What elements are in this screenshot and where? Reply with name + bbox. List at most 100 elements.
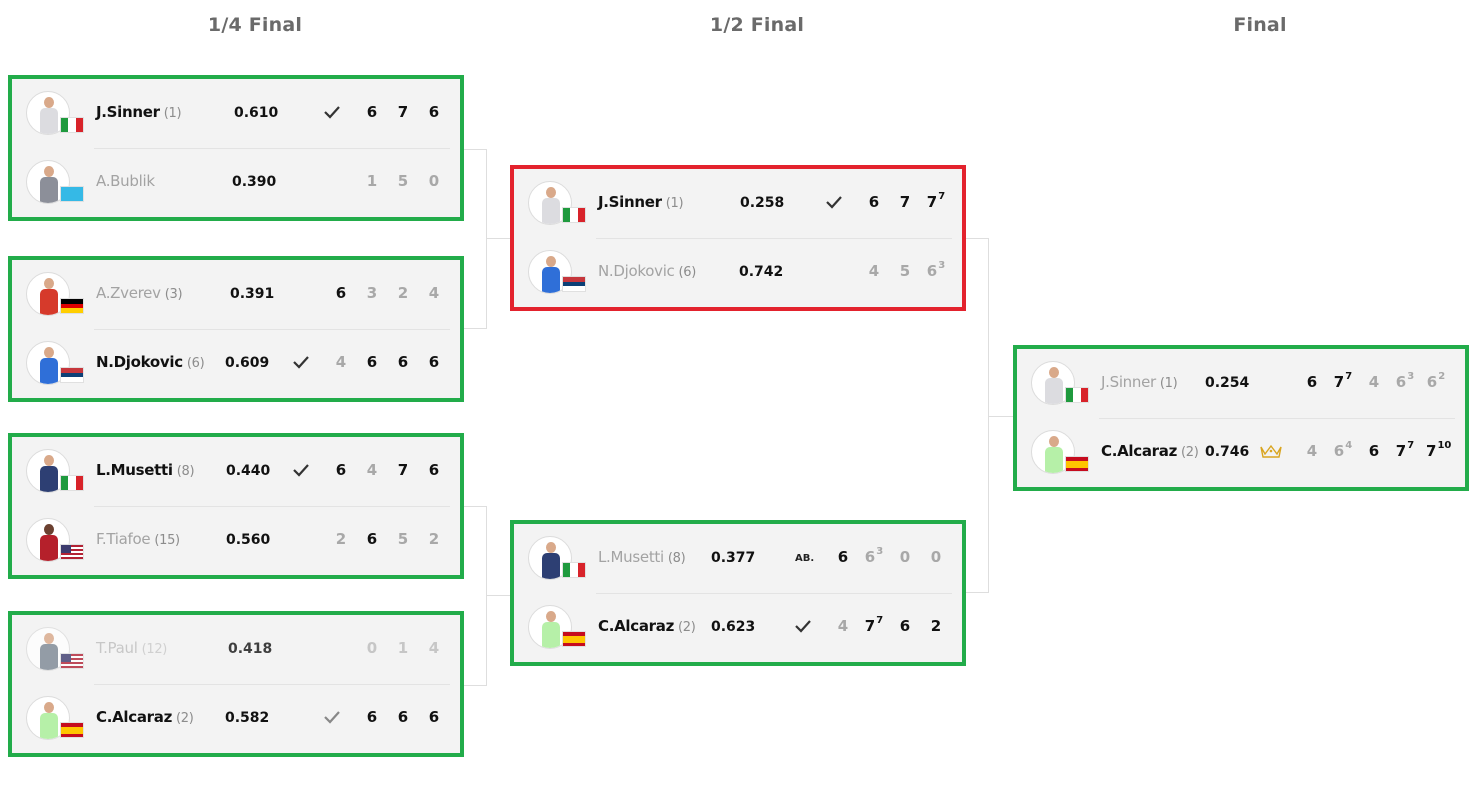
checkmark-icon xyxy=(323,103,341,121)
player-name[interactable]: L.Musetti(8) xyxy=(96,461,195,479)
set-score: 4 xyxy=(428,284,440,302)
player-row[interactable]: C.Alcaraz(2) 0.746 4 64 6 77 710 xyxy=(1017,418,1465,487)
win-probability: 0.742 xyxy=(739,264,784,280)
set-score: 2 xyxy=(428,530,440,548)
set-score: 6 xyxy=(428,353,440,371)
match-qf1[interactable]: J.Sinner(1) 0.610 6 7 6 A.Bublik 0.390 1… xyxy=(8,75,464,221)
row-divider xyxy=(94,329,450,330)
player-row[interactable]: L.Musetti(8) 0.377 AB. 6 63 0 0 xyxy=(514,524,962,593)
set-score: 6 xyxy=(397,708,409,726)
player-row[interactable]: N.Djokovic(6) 0.609 4 6 6 6 xyxy=(12,329,460,398)
set-score: 2 xyxy=(930,617,942,635)
player-row[interactable]: N.Djokovic(6) 0.742 4 5 63 xyxy=(514,238,962,307)
round-title-final: Final xyxy=(1233,14,1287,36)
set-score: 6 xyxy=(899,617,911,635)
player-row[interactable]: A.Zverev(3) 0.391 6 3 2 4 xyxy=(12,260,460,329)
set-score: 5 xyxy=(397,530,409,548)
player-row[interactable]: C.Alcaraz(2) 0.623 4 77 6 2 xyxy=(514,593,962,662)
player-avatar xyxy=(26,341,70,385)
tiebreak-score: 4 xyxy=(1345,440,1353,451)
player-name[interactable]: C.Alcaraz(2) xyxy=(1101,442,1199,460)
set-score: 4 xyxy=(837,617,849,635)
player-name[interactable]: J.Sinner(1) xyxy=(96,103,182,121)
player-row[interactable]: J.Sinner(1) 0.258 6 7 77 xyxy=(514,169,962,238)
set-score: 4 xyxy=(366,461,378,479)
set-score: 6 xyxy=(1306,373,1318,391)
player-name[interactable]: C.Alcaraz(2) xyxy=(598,617,696,635)
connector-to-sf1 xyxy=(487,238,510,239)
set-score: 62 xyxy=(1426,371,1446,391)
row-divider xyxy=(596,593,952,594)
player-row[interactable]: J.Sinner(1) 0.610 6 7 6 xyxy=(12,79,460,148)
win-probability: 0.391 xyxy=(230,286,275,302)
player-name[interactable]: C.Alcaraz(2) xyxy=(96,708,194,726)
set-score: 6 xyxy=(366,103,378,121)
match-qf4[interactable]: T.Paul(12) 0.418 0 1 4 C.Alcaraz(2) 0.58… xyxy=(8,611,464,757)
set-score: 6 xyxy=(397,353,409,371)
set-score: 64 xyxy=(1333,440,1353,460)
player-name[interactable]: N.Djokovic(6) xyxy=(96,353,205,371)
set-score: 0 xyxy=(366,639,378,657)
player-avatar xyxy=(26,627,70,671)
tiebreak-score: 3 xyxy=(938,260,946,271)
set-score: 4 xyxy=(428,639,440,657)
match-final[interactable]: J.Sinner(1) 0.254 6 77 4 63 62 C.Alcaraz… xyxy=(1013,345,1469,491)
tiebreak-score: 3 xyxy=(1407,371,1415,382)
set-score: 1 xyxy=(397,639,409,657)
player-name[interactable]: A.Bublik xyxy=(96,172,155,190)
player-row[interactable]: T.Paul(12) 0.418 0 1 4 xyxy=(12,615,460,684)
set-score: 6 xyxy=(366,708,378,726)
round-title-quarterfinal: 1/4 Final xyxy=(207,14,303,36)
player-avatar xyxy=(26,272,70,316)
match-sf1[interactable]: J.Sinner(1) 0.258 6 7 77 N.Djokovic(6) 0… xyxy=(510,165,966,311)
checkmark-icon xyxy=(292,461,310,479)
player-avatar xyxy=(528,181,572,225)
player-name[interactable]: N.Djokovic(6) xyxy=(598,262,697,280)
match-sf2[interactable]: L.Musetti(8) 0.377 AB. 6 63 0 0 C.Alcara… xyxy=(510,520,966,666)
player-row[interactable]: J.Sinner(1) 0.254 6 77 4 63 62 xyxy=(1017,349,1465,418)
win-probability: 0.582 xyxy=(225,710,270,726)
usa-flag-icon xyxy=(60,544,84,560)
row-divider xyxy=(596,238,952,239)
set-score: 5 xyxy=(899,262,911,280)
player-name[interactable]: A.Zverev(3) xyxy=(96,284,183,302)
set-score: 6 xyxy=(428,103,440,121)
player-row[interactable]: F.Tiafoe(15) 0.560 2 6 5 2 xyxy=(12,506,460,575)
set-score: 7 xyxy=(397,461,409,479)
match-qf2[interactable]: A.Zverev(3) 0.391 6 3 2 4 N.Djokovic(6) … xyxy=(8,256,464,402)
spain-flag-icon xyxy=(60,722,84,738)
checkmark-icon xyxy=(794,617,812,635)
player-row[interactable]: C.Alcaraz(2) 0.582 6 6 6 xyxy=(12,684,460,753)
tiebreak-score: 7 xyxy=(1345,371,1353,382)
set-score: 6 xyxy=(366,530,378,548)
set-score: 710 xyxy=(1426,440,1452,460)
set-score: 2 xyxy=(335,530,347,548)
player-name[interactable]: F.Tiafoe(15) xyxy=(96,530,180,548)
set-score: 7 xyxy=(397,103,409,121)
win-probability: 0.610 xyxy=(234,105,279,121)
player-name[interactable]: J.Sinner(1) xyxy=(1101,373,1178,391)
serbia-flag-icon xyxy=(60,367,84,383)
set-score: 6 xyxy=(837,548,849,566)
player-row[interactable]: L.Musetti(8) 0.440 6 4 7 6 xyxy=(12,437,460,506)
set-score: 6 xyxy=(428,708,440,726)
win-probability: 0.418 xyxy=(228,641,273,657)
set-score: 1 xyxy=(366,172,378,190)
set-score: 5 xyxy=(397,172,409,190)
row-divider xyxy=(1099,418,1455,419)
win-probability: 0.377 xyxy=(711,550,756,566)
player-name[interactable]: J.Sinner(1) xyxy=(598,193,684,211)
match-qf3[interactable]: L.Musetti(8) 0.440 6 4 7 6 F.Tiafoe(15) … xyxy=(8,433,464,579)
win-probability: 0.258 xyxy=(740,195,785,211)
player-name[interactable]: L.Musetti(8) xyxy=(598,548,686,566)
serbia-flag-icon xyxy=(562,276,586,292)
connector-to-sf2 xyxy=(487,595,510,596)
win-probability: 0.560 xyxy=(226,532,271,548)
italy-flag-icon xyxy=(60,117,84,133)
set-score: 63 xyxy=(864,546,884,566)
player-name[interactable]: T.Paul(12) xyxy=(96,639,168,657)
row-divider xyxy=(94,506,450,507)
player-row[interactable]: A.Bublik 0.390 1 5 0 xyxy=(12,148,460,217)
set-score: 3 xyxy=(366,284,378,302)
row-divider xyxy=(94,684,450,685)
